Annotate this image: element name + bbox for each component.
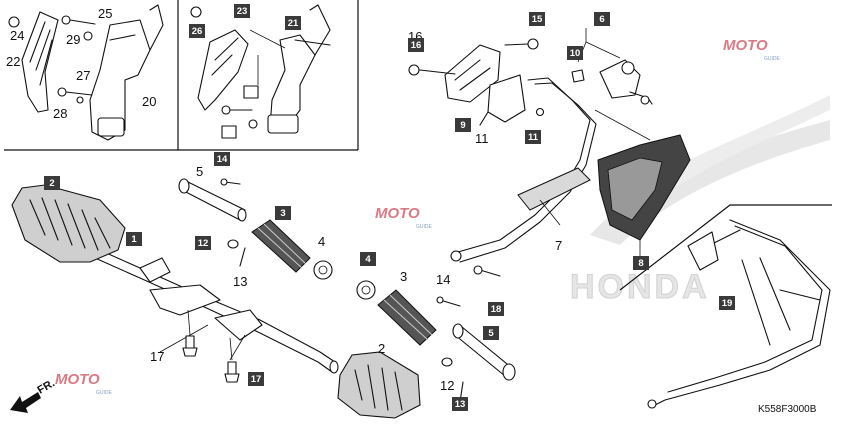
- box-2: 2: [44, 176, 60, 190]
- spring-lower: [377, 289, 437, 346]
- svg-text:2: 2: [49, 178, 54, 189]
- moto-watermark-3: MOTO GUIDE: [55, 371, 113, 396]
- box-1: 1: [126, 232, 142, 246]
- box-21: 21: [285, 16, 301, 30]
- moto-watermark-1: MOTO GUIDE: [375, 205, 433, 230]
- drawing-code: K558F3000B: [758, 404, 817, 415]
- small-bolts: [220, 178, 501, 307]
- boxed-callouts: 23 21 26 15 6 16 10 9 11 14 2 3 1 12 4 1…: [44, 4, 735, 411]
- box-14: 14: [214, 152, 230, 166]
- box-5: 5: [483, 326, 499, 340]
- washers: [227, 239, 453, 367]
- callout-24: 24: [10, 28, 24, 43]
- moto-watermark-2: MOTO GUIDE: [723, 37, 781, 62]
- rear-carrier: [647, 219, 831, 409]
- svg-text:GUIDE: GUIDE: [764, 56, 781, 62]
- callout-25: 25: [98, 6, 112, 21]
- svg-text:MOTO: MOTO: [55, 371, 100, 388]
- seat-lock-assembly: [571, 28, 653, 141]
- pillion-bracket-left-assembly: [8, 4, 164, 141]
- svg-text:1: 1: [131, 234, 137, 245]
- box-8: 8: [633, 256, 649, 270]
- callout-11-left: 11: [475, 131, 489, 146]
- box-4: 4: [360, 252, 376, 266]
- peg-pin-lower: [452, 323, 516, 381]
- rear-cover: [597, 134, 691, 258]
- svg-text:6: 6: [599, 14, 604, 25]
- front-label: FR.: [36, 377, 57, 396]
- box-16: 16: [408, 38, 424, 52]
- callout-7: 7: [555, 238, 562, 253]
- flange-bolts: [182, 335, 240, 383]
- box-10: 10: [567, 46, 583, 60]
- svg-text:3: 3: [280, 208, 285, 219]
- svg-text:MOTO: MOTO: [375, 205, 420, 222]
- svg-text:8: 8: [638, 258, 643, 269]
- front-direction-arrow: FR.: [10, 377, 57, 413]
- svg-text:13: 13: [455, 399, 466, 410]
- svg-text:21: 21: [288, 18, 299, 29]
- right-panel-frame: [619, 204, 832, 291]
- box-9: 9: [455, 118, 471, 132]
- rider-step-bar: [89, 246, 339, 374]
- svg-text:18: 18: [491, 304, 502, 315]
- callout-27: 27: [76, 68, 90, 83]
- footpeg-rubber-right: [337, 351, 421, 419]
- svg-text:11: 11: [528, 132, 539, 143]
- svg-text:GUIDE: GUIDE: [96, 390, 113, 396]
- svg-text:17: 17: [251, 374, 262, 385]
- svg-text:15: 15: [532, 14, 543, 25]
- callout-12: 12: [440, 378, 454, 393]
- svg-text:4: 4: [365, 254, 371, 265]
- grab-rail: [450, 77, 597, 263]
- svg-text:9: 9: [460, 120, 465, 131]
- box-11: 11: [525, 130, 541, 144]
- box-12: 12: [195, 236, 211, 250]
- grab-rail-bracket-assembly: [408, 38, 545, 126]
- box-19: 19: [719, 296, 735, 310]
- callout-4: 4: [318, 234, 325, 249]
- box-6: 6: [594, 12, 610, 26]
- svg-text:19: 19: [722, 298, 733, 309]
- callout-17: 17: [150, 349, 164, 364]
- callout-22: 22: [6, 54, 20, 69]
- footpeg-rubber-left: [11, 184, 126, 263]
- svg-text:GUIDE: GUIDE: [416, 224, 433, 230]
- box-3: 3: [275, 206, 291, 220]
- inset-frame: [4, 0, 359, 151]
- svg-text:MOTO: MOTO: [723, 37, 768, 54]
- svg-text:10: 10: [570, 48, 581, 59]
- callout-20: 20: [142, 94, 156, 109]
- peg-pin-upper: [178, 178, 247, 222]
- box-18: 18: [488, 302, 504, 316]
- box-23: 23: [234, 4, 250, 18]
- spring-upper: [251, 219, 311, 273]
- callout-14: 14: [436, 272, 450, 287]
- svg-text:14: 14: [217, 154, 228, 165]
- svg-text:23: 23: [237, 6, 248, 17]
- svg-text:12: 12: [198, 238, 209, 249]
- callout-29: 29: [66, 32, 80, 47]
- box-15: 15: [529, 12, 545, 26]
- callout-28: 28: [53, 106, 67, 121]
- callout-13: 13: [233, 274, 247, 289]
- box-17: 17: [248, 372, 264, 386]
- pillion-bracket-right-assembly: [190, 4, 331, 139]
- svg-text:16: 16: [411, 40, 422, 51]
- brand-watermark: HONDA: [570, 268, 710, 306]
- callout-3: 3: [400, 269, 407, 284]
- svg-text:26: 26: [192, 26, 203, 37]
- callout-2: 2: [378, 341, 385, 356]
- box-13: 13: [452, 397, 468, 411]
- callout-5: 5: [196, 164, 203, 179]
- svg-text:5: 5: [488, 328, 494, 339]
- box-26: 26: [189, 24, 205, 38]
